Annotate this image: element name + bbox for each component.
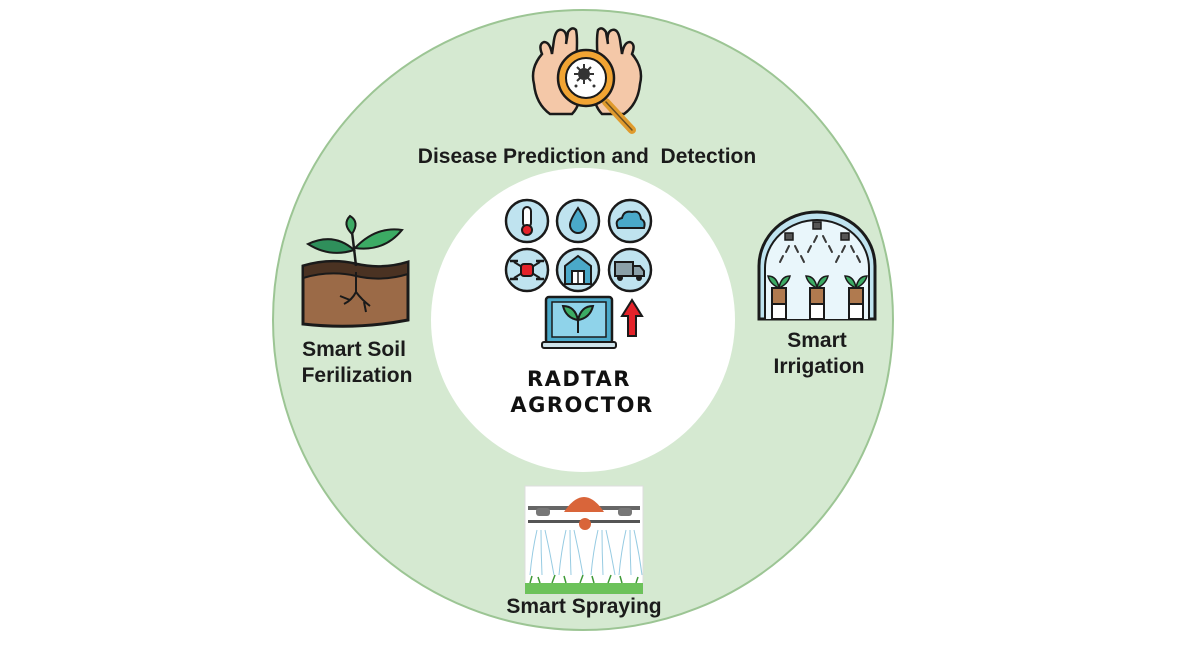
soil-label-line2: Ferilization — [302, 364, 413, 387]
irrigation-label-line1: Smart — [787, 329, 847, 352]
thermometer-icon — [504, 198, 550, 244]
greenhouse-sprinkler-icon — [757, 210, 877, 321]
water-drop-icon — [555, 198, 601, 244]
center-title-line1: RADTAR — [527, 367, 631, 391]
up-arrow-icon — [620, 298, 644, 337]
plant-soil-icon — [301, 214, 410, 328]
irrigation-label-line2: Irrigation — [773, 355, 864, 378]
drone-icon — [504, 247, 550, 293]
disease-label: Disease Prediction and Detection — [418, 145, 756, 168]
spraying-label: Smart Spraying — [506, 595, 661, 618]
soil-label-line1: Smart Soil — [302, 338, 406, 361]
center-icons — [504, 198, 653, 349]
laptop-plant-icon — [541, 295, 617, 349]
barn-icon — [555, 247, 601, 293]
spraying-drone-icon — [524, 485, 644, 595]
center-title-line2: AGROCTOR — [510, 393, 653, 417]
truck-icon — [607, 247, 653, 293]
hands-magnifier-icon — [531, 27, 643, 134]
cloud-icon — [607, 198, 653, 244]
